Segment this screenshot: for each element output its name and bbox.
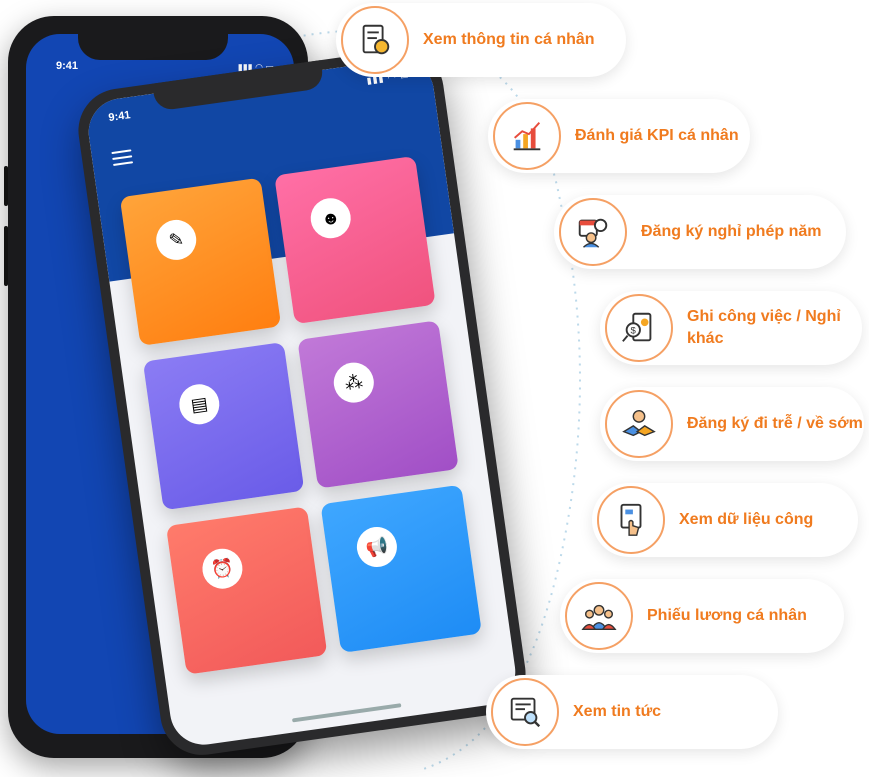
home-indicator	[291, 703, 402, 723]
feature-news[interactable]: Xem tin tức	[486, 675, 778, 749]
tile-work-log[interactable]: ⁂	[297, 320, 459, 489]
tile-personal-info[interactable]: ✎	[119, 177, 282, 346]
document-icon: ▤	[176, 381, 222, 427]
feature-annual-leave[interactable]: Đăng ký nghỉ phép năm	[554, 195, 846, 269]
feature-work-log[interactable]: $ Ghi công việc / Nghỉ khác	[600, 291, 862, 365]
tile-late-early[interactable]: ⏰	[165, 506, 328, 675]
feature-late-early[interactable]: Đăng ký đi trễ / về sớm	[600, 387, 864, 461]
feature-label: Đánh giá KPI cá nhân	[575, 127, 739, 144]
kpi-chart-icon	[493, 102, 561, 170]
megaphone-icon: 📢	[354, 524, 400, 570]
feature-label: Xem tin tức	[573, 703, 662, 720]
work-log-icon: $	[605, 294, 673, 362]
alarm-clock-icon: ⏰	[199, 546, 246, 592]
feature-kpi[interactable]: Đánh giá KPI cá nhân	[488, 99, 750, 173]
feature-label: Đăng ký nghỉ phép năm	[641, 223, 822, 240]
feature-label: Ghi công việc / Nghỉ khác	[687, 308, 841, 347]
people-icon: ☻	[308, 195, 354, 241]
feature-label: Đăng ký đi trễ / về sớm	[687, 415, 863, 432]
news-search-icon	[491, 678, 559, 746]
status-time: 9:41	[56, 60, 79, 72]
leave-calendar-icon	[559, 198, 627, 266]
tile-leave[interactable]: ▤	[142, 341, 305, 511]
tile-news[interactable]: 📢	[320, 484, 482, 653]
feature-label: Xem dữ liệu công	[679, 511, 814, 528]
edit-document-icon: ✎	[153, 217, 199, 263]
handshake-icon	[605, 390, 673, 458]
team-icon: ⁂	[331, 360, 377, 406]
menu-icon[interactable]	[111, 149, 134, 166]
feature-label: Phiếu lương cá nhân	[647, 607, 807, 624]
feature-personal-info[interactable]: Xem thông tin cá nhân	[336, 3, 626, 77]
phone-front-screen: 9:41 ▮▮▮ ◠ ▭ ✎ ☻ ▤ ⁂ ⏰ 📢	[84, 54, 520, 750]
status-icons: ▮▮▮ ◠ ▭	[237, 62, 274, 72]
feature-payroll[interactable]: Phiếu lương cá nhân	[560, 579, 844, 653]
svg-text:$: $	[630, 326, 636, 337]
payroll-team-icon	[565, 582, 633, 650]
phone-notch	[78, 16, 228, 60]
tile-kpi[interactable]: ☻	[274, 155, 436, 325]
profile-document-icon	[341, 6, 409, 74]
feature-timesheet[interactable]: Xem dữ liệu công	[592, 483, 858, 557]
timesheet-touch-icon	[597, 486, 665, 554]
feature-label: Xem thông tin cá nhân	[423, 31, 595, 48]
